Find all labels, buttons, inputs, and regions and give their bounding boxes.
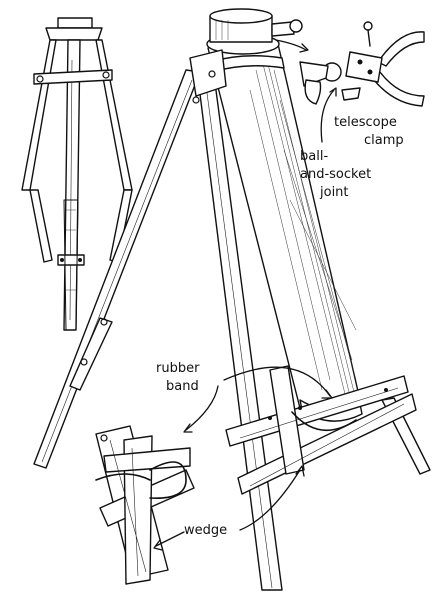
main-tripod-legs xyxy=(33,49,431,591)
small-tripod-drawing xyxy=(21,17,133,331)
label-telescope: telescope xyxy=(334,115,397,130)
telescope-tube-drawing xyxy=(206,8,363,422)
wedge-detail-drawing xyxy=(95,425,195,585)
label-clamp: clamp xyxy=(364,133,404,148)
cross-support-boards xyxy=(225,365,417,495)
label-rubber: rubber xyxy=(156,361,200,376)
annotation-arrows xyxy=(153,39,337,551)
label-wedge: wedge xyxy=(184,523,227,538)
label-ball: ball- xyxy=(300,149,328,164)
label-band: band xyxy=(166,379,199,394)
text-labels: telescope clamp ball- and-socket joint r… xyxy=(156,115,404,538)
clamp-joint-detail xyxy=(299,21,425,107)
label-and-socket: and-socket xyxy=(300,167,371,182)
label-joint: joint xyxy=(319,185,349,200)
